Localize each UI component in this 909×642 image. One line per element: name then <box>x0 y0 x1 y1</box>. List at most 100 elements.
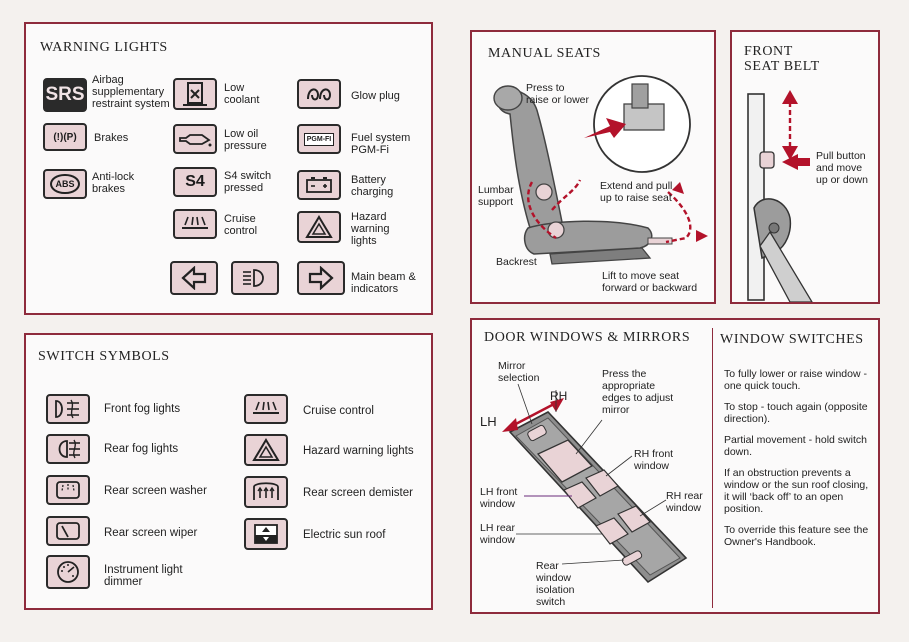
fuel-system-icon-text: PGM-FI <box>303 132 335 146</box>
switch-symbols-panel: SWITCH SYMBOLS Front fog lights Rear fog… <box>24 333 433 610</box>
right-indicator-icon <box>297 261 345 295</box>
backrest-arrow <box>551 179 582 211</box>
height-lever-knob <box>631 83 649 109</box>
s4-icon: S4 <box>173 167 217 197</box>
leader-rh-front <box>605 455 633 477</box>
lh-front-switch <box>563 481 597 509</box>
sun-roof-icon <box>244 518 288 550</box>
abs-label: Anti-lock brakes <box>92 171 135 195</box>
lh-rh-arrow <box>511 402 555 428</box>
battery-label: Battery charging <box>351 174 394 198</box>
switch-cruise-label: Cruise control <box>303 405 374 417</box>
hazard-label: Hazard warning lights <box>351 211 390 247</box>
rear-demister-label: Rear screen demister <box>303 487 413 499</box>
window-switches-text: To fully lower or raise window - one qui… <box>724 368 874 557</box>
abs-icon-text: ABS <box>50 174 80 194</box>
seat-diagram <box>493 75 708 265</box>
srs-icon-text: SRS <box>45 84 85 105</box>
pull-button-label: Pull button and move up or down <box>816 150 868 186</box>
brakes-icon-text: (!)(P) <box>53 131 77 143</box>
belt-rail-shape <box>747 93 765 301</box>
warning-lights-title: WARNING LIGHTS <box>40 40 168 55</box>
s4-label: S4 switch pressed <box>224 170 272 194</box>
front-seat-belt-title: FRONT SEAT BELT <box>744 44 820 74</box>
leader-rh-rear <box>639 499 667 517</box>
backrest-knob <box>547 221 565 239</box>
rear-washer-icon <box>46 475 90 505</box>
isolation-switch-label: Rear window isolation switch <box>536 560 575 608</box>
extend-arrow <box>665 191 692 244</box>
belt-push-arrow <box>782 154 810 170</box>
section-divider <box>712 328 713 608</box>
front-fog-label: Front fog lights <box>104 403 181 415</box>
fuel-system-icon: PGM-FI <box>297 124 341 154</box>
s4-icon-text: S4 <box>185 173 205 190</box>
window-switches-title: WINDOW SWITCHES <box>720 332 864 347</box>
lh-front-label: LH front window <box>480 486 518 510</box>
coolant-label: Low coolant <box>224 82 260 106</box>
warning-lights-panel: WARNING LIGHTS SRS Airbag supplementary … <box>24 22 433 315</box>
door-switch-diagram <box>502 383 688 584</box>
rear-demister-icon <box>244 476 288 508</box>
belt-strap-shape <box>759 230 813 302</box>
left-indicator-icon <box>170 261 218 295</box>
glow-plug-icon <box>297 79 341 109</box>
rh-rear-label: RH rear window <box>666 490 703 514</box>
seat-belt-diagram <box>747 90 813 302</box>
mirror-selection-label: Mirror selection <box>498 360 540 384</box>
rear-wiper-label: Rear screen wiper <box>104 527 198 539</box>
rh-arrow-head <box>550 398 564 412</box>
press-raise-lower-label: Press to raise or lower <box>526 82 590 106</box>
window-switch-paragraph-2: To stop - touch again (opposite directio… <box>724 401 868 425</box>
brakes-label: Brakes <box>94 132 129 144</box>
rear-wiper-icon <box>46 516 90 546</box>
dimmer-label: Instrument light dimmer <box>104 564 183 588</box>
lift-move-label: Lift to move seat forward or backward <box>602 270 698 294</box>
front-fog-icon <box>46 394 90 424</box>
lh-label: LH <box>480 414 497 429</box>
cruise-control-label: Cruise control <box>224 213 258 237</box>
rh-label: RH <box>550 389 568 403</box>
switch-symbols-title: SWITCH SYMBOLS <box>38 349 170 364</box>
belt-up-arrow-head <box>782 90 798 104</box>
window-switch-paragraph-4: If an obstruction prevents a window or t… <box>724 467 869 515</box>
sun-roof-label: Electric sun roof <box>303 529 386 541</box>
manual-seats-panel: MANUAL SEATS Press to raise or lower Lum… <box>470 30 716 304</box>
hazard-icon <box>297 211 341 243</box>
rh-front-label: RH front window <box>634 448 674 472</box>
leader-isolation <box>561 559 625 565</box>
lumbar-support-label: Lumbar support <box>478 184 514 208</box>
main-beam-label: Main beam & indicators <box>351 271 416 295</box>
srs-label: Airbag supplementary restraint system <box>92 74 170 110</box>
rh-front-switch <box>585 469 619 497</box>
coolant-icon <box>173 78 217 110</box>
battery-icon <box>297 170 341 200</box>
oil-pressure-label: Low oil pressure <box>224 128 267 152</box>
headrest-shape <box>493 85 523 111</box>
extend-arrow-head <box>696 230 708 242</box>
belt-bolt <box>768 222 780 234</box>
lh-rear-label: LH rear window <box>480 522 516 546</box>
backrest-label: Backrest <box>496 256 537 268</box>
front-seat-belt-panel: FRONT SEAT BELT Pull button and move up … <box>730 30 880 304</box>
manual-seats-title: MANUAL SEATS <box>488 46 601 61</box>
switch-hazard-label: Hazard warning lights <box>303 445 414 457</box>
extend-arrow-head-top <box>672 182 684 194</box>
belt-down-arrow-head <box>782 146 798 160</box>
window-switch-paragraph-1: To fully lower or raise window - one qui… <box>724 368 867 392</box>
lumbar-knob <box>535 183 553 201</box>
seat-base-shape <box>549 247 652 265</box>
extend-pull-label: Extend and pull up to raise seat <box>600 180 673 204</box>
rear-washer-label: Rear screen washer <box>104 485 207 497</box>
window-switch-paragraph-3: Partial movement - hold switch down. <box>724 434 867 458</box>
leader-mirror <box>517 383 533 425</box>
lh-rear-switch <box>595 517 629 545</box>
main-beam-icon <box>231 261 279 295</box>
isolation-switch <box>621 550 643 566</box>
height-arrow <box>584 118 626 138</box>
rear-fog-label: Rear fog lights <box>104 443 179 455</box>
switch-hazard-icon <box>244 434 288 466</box>
rear-fog-icon <box>46 434 90 464</box>
switch-cruise-icon <box>244 394 288 424</box>
rh-rear-switch <box>617 505 651 533</box>
